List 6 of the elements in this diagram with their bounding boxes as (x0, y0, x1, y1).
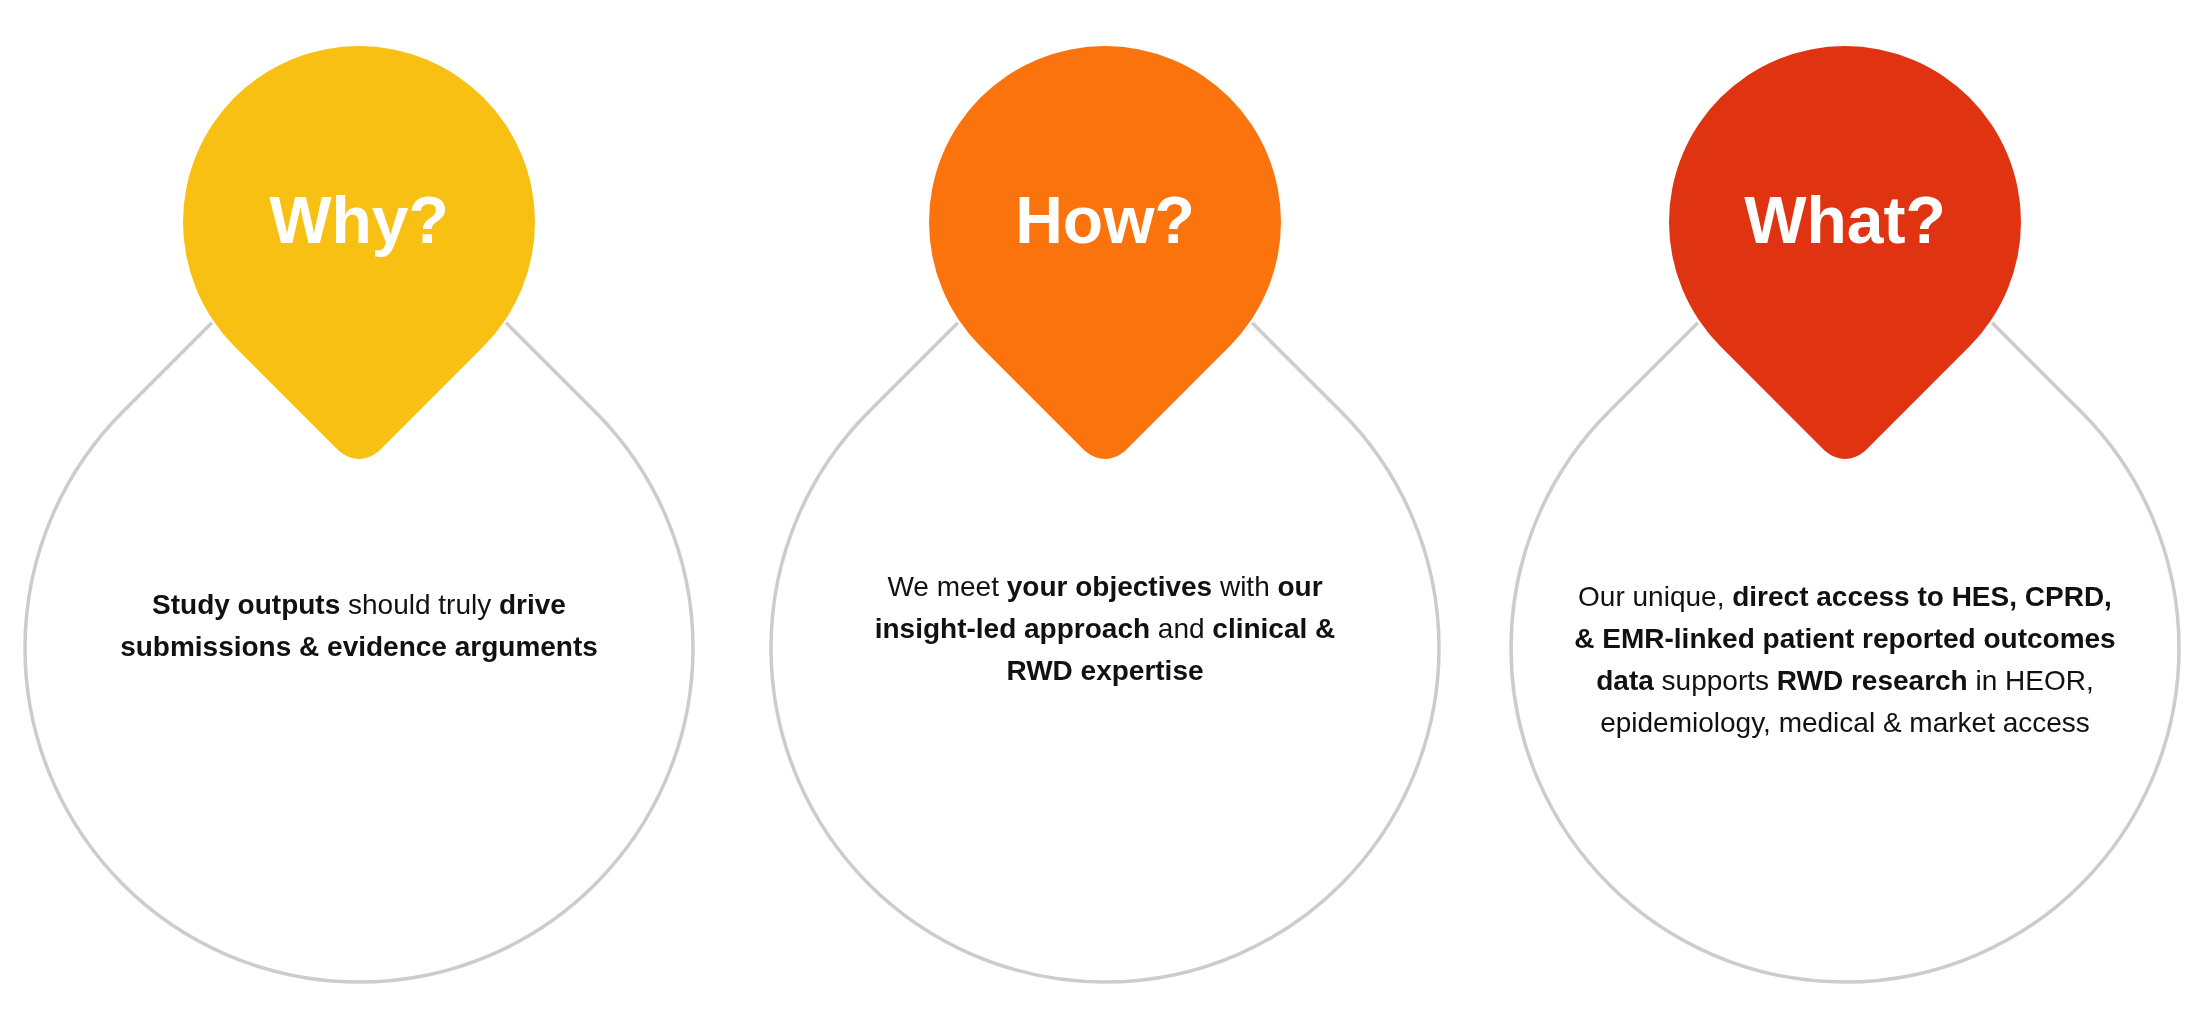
description: Our unique, direct access to HES, CPRD, & EMR-linked patient reported outcomes data supports RWD research in HEOR, epidemiology, medical & market access (1573, 580, 2117, 740)
heading: Why? (268, 182, 450, 258)
description: Study outputs should truly drive submissions & evidence arguments (119, 588, 599, 664)
description: We meet your objectives with our insight-led approach and clinical & RWD expertise (873, 570, 1337, 688)
heading: How? (1014, 182, 1196, 258)
heading: What? (1743, 182, 1947, 258)
